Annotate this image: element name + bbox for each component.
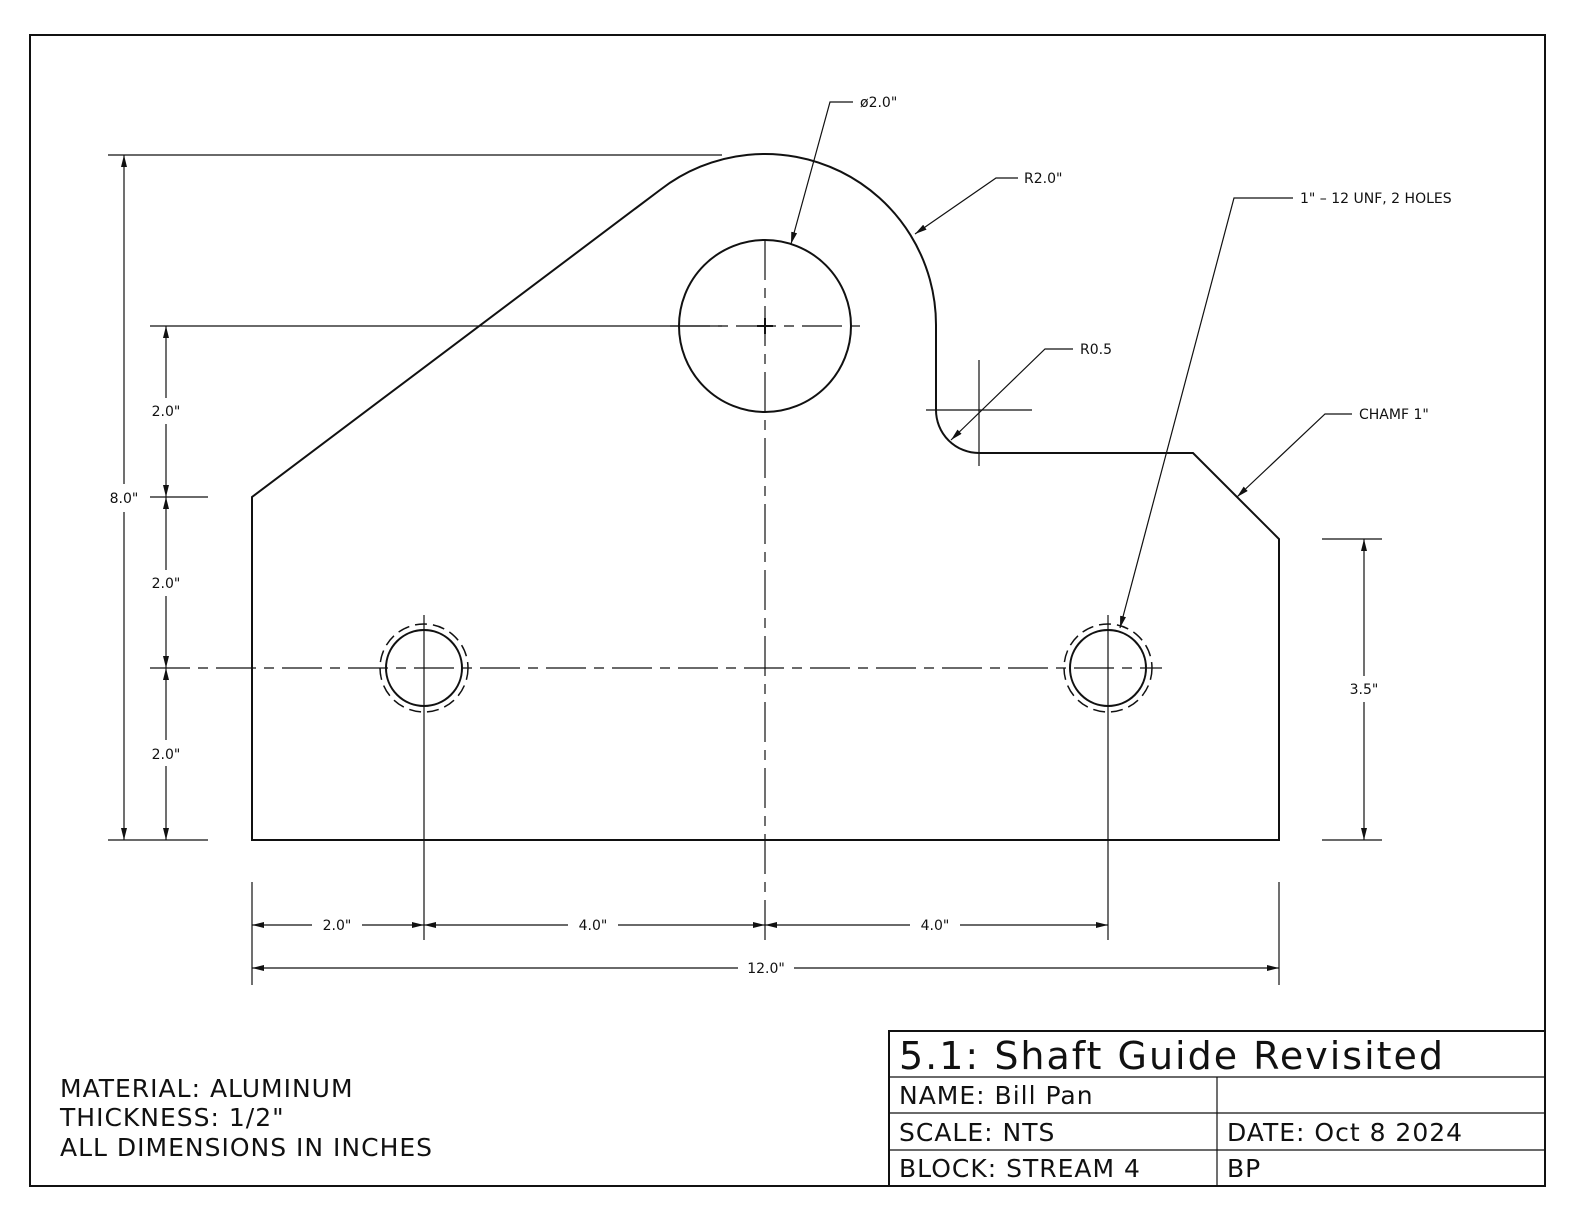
dim-label: 4.0"	[579, 918, 608, 934]
dim-h-left: 2.0"	[252, 918, 424, 934]
callout-label: ø2.0"	[860, 95, 897, 111]
threaded-hole-left	[379, 615, 469, 940]
initials-field: BP	[1227, 1154, 1261, 1183]
dim-right-height: 3.5"	[1350, 539, 1379, 840]
date-field: DATE: Oct 8 2024	[1227, 1118, 1463, 1147]
callout-label: R0.5	[1080, 342, 1112, 358]
dim-label: 2.0"	[152, 747, 181, 763]
title-block: 5.1: Shaft Guide Revisited NAME: Bill Pa…	[888, 1030, 1546, 1187]
note-thickness: THICKNESS: 1/2"	[59, 1103, 285, 1132]
threaded-hole-right	[1063, 615, 1153, 940]
drawing-title: 5.1: Shaft Guide Revisited	[899, 1034, 1445, 1078]
dim-label: 3.5"	[1350, 682, 1379, 698]
dim-v-upper: 2.0"	[152, 326, 181, 497]
dim-label: 4.0"	[921, 918, 950, 934]
drafter-name: NAME: Bill Pan	[899, 1081, 1094, 1110]
dim-h-right: 4.0"	[765, 918, 1108, 934]
callout-chamfer: CHAMF 1"	[1236, 407, 1429, 498]
note-units: ALL DIMENSIONS IN INCHES	[60, 1133, 433, 1162]
dim-v-middle: 2.0"	[152, 497, 181, 668]
callout-fillet: R0.5	[950, 342, 1112, 441]
note-material: MATERIAL: ALUMINUM	[60, 1074, 354, 1103]
scale-field: SCALE: NTS	[899, 1118, 1055, 1147]
dim-label: 2.0"	[152, 576, 181, 592]
dim-label: 2.0"	[323, 918, 352, 934]
callout-main-hole: ø2.0"	[790, 95, 897, 245]
dim-v-lower: 2.0"	[152, 668, 181, 840]
dim-label: 12.0"	[747, 961, 785, 977]
dim-overall-height: 8.0"	[110, 155, 139, 840]
callout-threaded-holes: 1" – 12 UNF, 2 HOLES	[1119, 191, 1452, 629]
main-hole-centerlines	[670, 240, 860, 940]
general-notes: MATERIAL: ALUMINUM THICKNESS: 1/2" ALL D…	[59, 1074, 433, 1162]
block-field: BLOCK: STREAM 4	[899, 1154, 1141, 1183]
callout-top-radius: R2.0"	[914, 171, 1062, 235]
callout-label: CHAMF 1"	[1359, 407, 1429, 423]
part-outline	[251, 153, 1280, 841]
callout-label: 1" – 12 UNF, 2 HOLES	[1300, 191, 1452, 207]
extension-lines	[108, 154, 1382, 985]
dim-label: 8.0"	[110, 491, 139, 507]
dim-h-mid: 4.0"	[424, 918, 765, 934]
callout-label: R2.0"	[1024, 171, 1062, 187]
dim-overall-width: 12.0"	[252, 961, 1279, 977]
dim-label: 2.0"	[152, 404, 181, 420]
sheet-border	[29, 34, 1546, 1187]
